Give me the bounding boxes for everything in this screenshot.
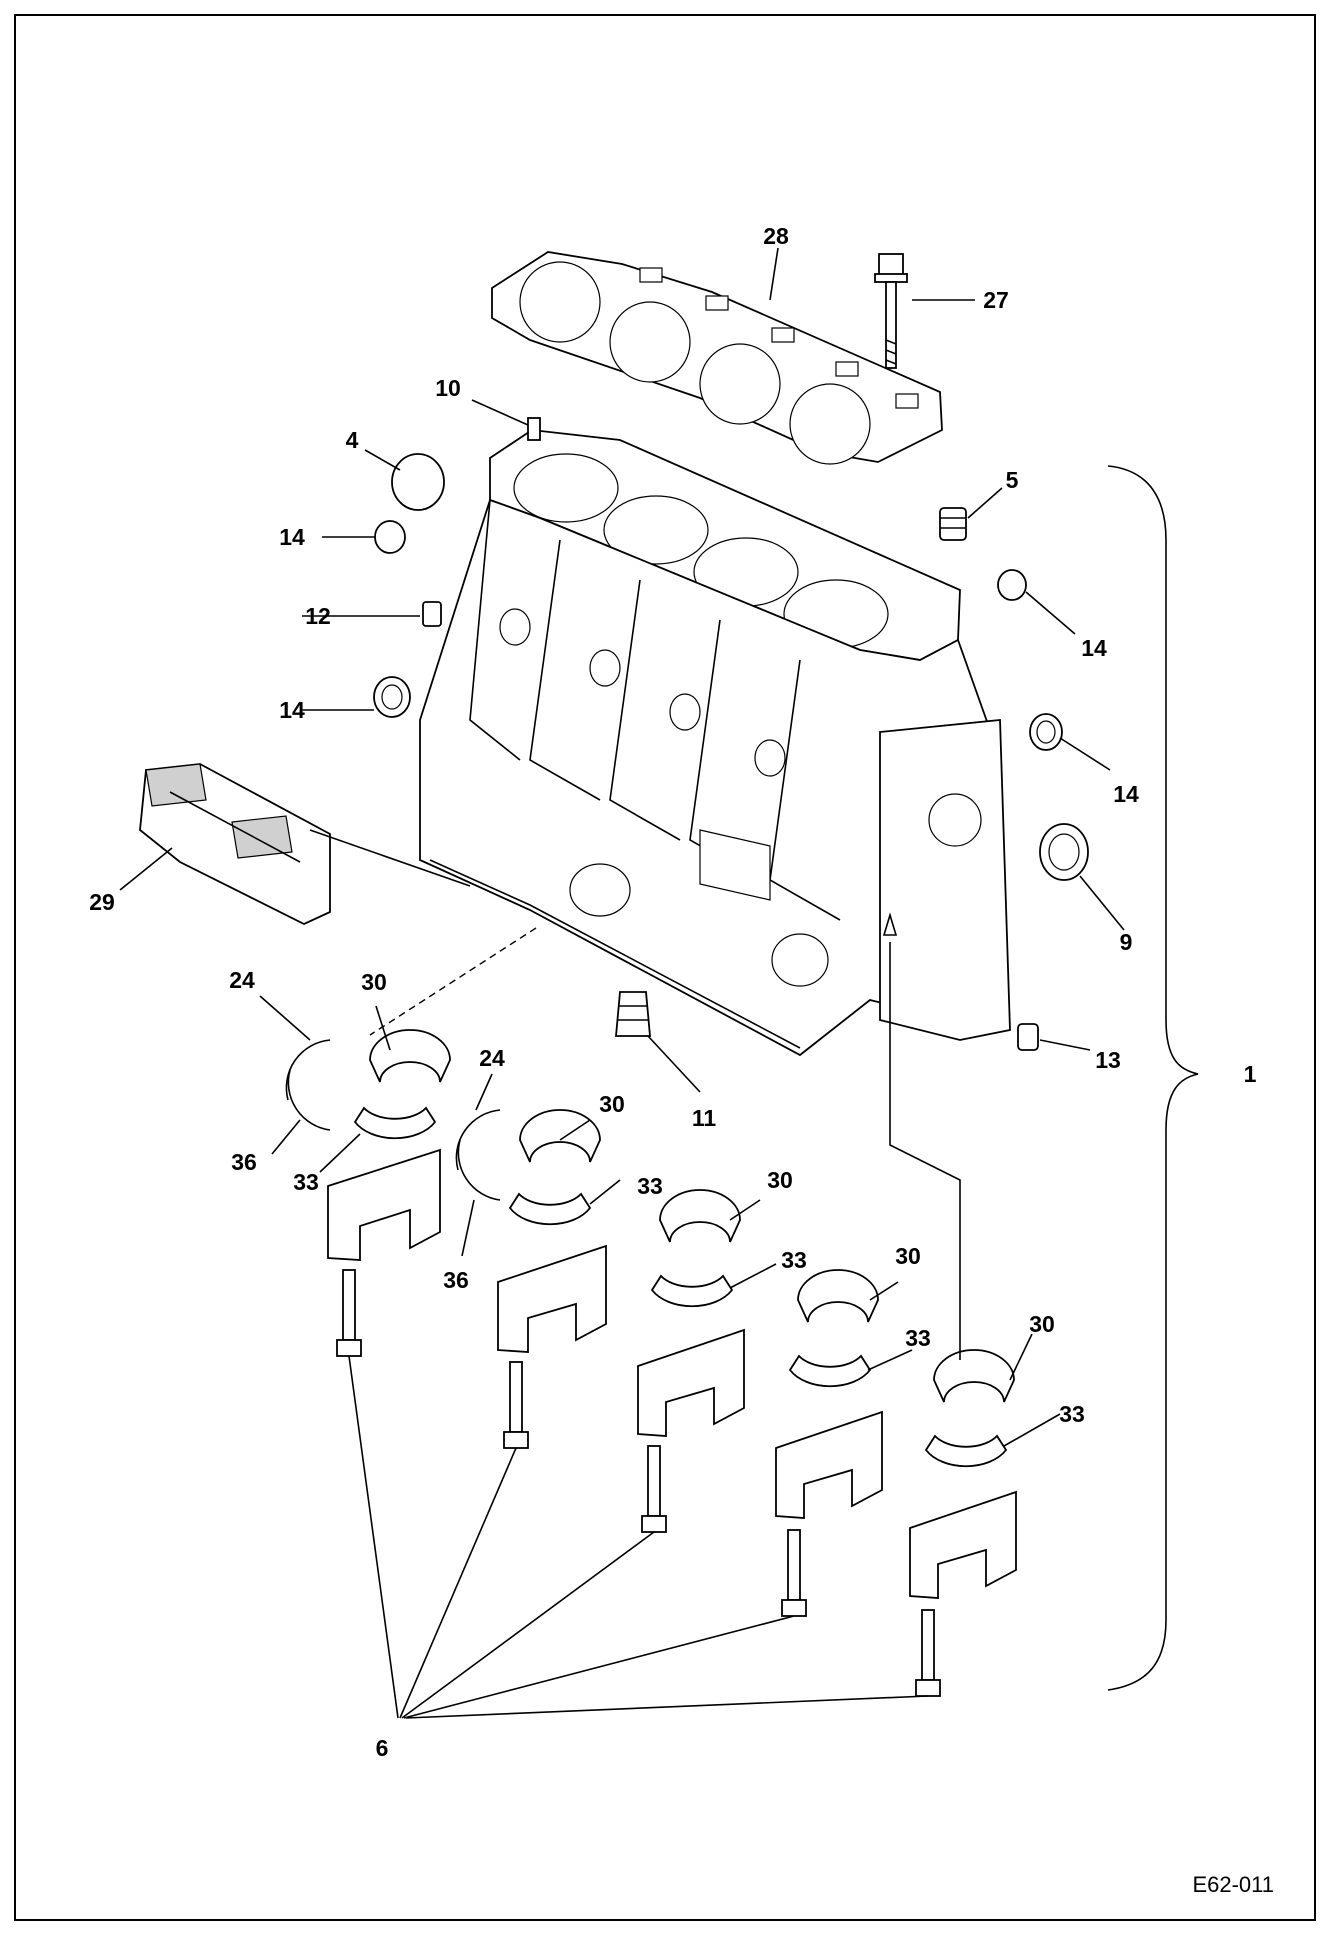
thrust-washer-set-1 <box>285 1039 331 1131</box>
callout-9: 9 <box>1120 929 1133 955</box>
callout-36: 36 <box>231 1149 257 1175</box>
callout-30: 30 <box>599 1091 625 1117</box>
callout-12: 12 <box>305 603 331 629</box>
plug-14-lower-left <box>373 676 411 718</box>
plug-14-lower-right <box>1029 713 1063 751</box>
plug-14-upper-right <box>997 569 1027 601</box>
cover-29 <box>139 763 331 925</box>
bearing-station-5 <box>909 1349 1017 1697</box>
callout-14: 14 <box>279 524 305 550</box>
callout-13: 13 <box>1095 1047 1121 1073</box>
callout-30: 30 <box>361 969 387 995</box>
callout-24: 24 <box>479 1045 505 1071</box>
callout-4: 4 <box>346 427 359 453</box>
callout-10: 10 <box>435 375 461 401</box>
callout-14: 14 <box>279 697 305 723</box>
callout-33: 33 <box>905 1325 931 1351</box>
plug-12 <box>422 601 442 627</box>
cover-assembly-line <box>309 829 471 887</box>
plug-14-upper-left <box>374 520 406 554</box>
callout-29: 29 <box>89 889 115 915</box>
bearing-station-4 <box>775 1269 883 1617</box>
callouts: 28 27 10 4 14 12 14 5 14 14 29 9 13 11 1… <box>89 223 1256 1761</box>
callout-33: 33 <box>1059 1401 1085 1427</box>
callout-28: 28 <box>763 223 789 249</box>
callout-6: 6 <box>376 1735 389 1761</box>
plug-5 <box>939 507 967 541</box>
expansion-plug-4 <box>391 453 445 511</box>
figure-code: E62-011 <box>1192 1872 1274 1897</box>
assembly-line-right <box>889 942 961 1360</box>
callout-5: 5 <box>1006 467 1019 493</box>
callout-11: 11 <box>692 1105 717 1131</box>
callout-36: 36 <box>443 1267 469 1293</box>
thrust-washer-set-2 <box>455 1109 501 1201</box>
callout-30: 30 <box>1029 1311 1055 1337</box>
callout-30: 30 <box>767 1167 793 1193</box>
bearing-station-2 <box>497 1109 607 1449</box>
head-bolt <box>874 253 908 369</box>
plug-11 <box>615 991 651 1037</box>
callout-24: 24 <box>229 967 255 993</box>
callout-33: 33 <box>293 1169 319 1195</box>
callout-27: 27 <box>983 287 1009 313</box>
plug-13 <box>1017 1023 1039 1051</box>
callout-14: 14 <box>1081 635 1107 661</box>
callout-14: 14 <box>1113 781 1139 807</box>
callout-1: 1 <box>1244 1061 1257 1087</box>
head-gasket <box>491 251 943 465</box>
leader-lines <box>119 247 1125 1719</box>
callout-33: 33 <box>781 1247 807 1273</box>
cylinder-block <box>419 429 1011 1057</box>
assembly-brace <box>1107 465 1199 1691</box>
dowel-pin <box>527 417 541 441</box>
assembly-arrow <box>882 912 898 936</box>
bearing-station-3 <box>637 1189 745 1533</box>
assembly-line-left <box>369 927 537 1036</box>
bushing-9 <box>1039 823 1089 881</box>
callout-30: 30 <box>895 1243 921 1269</box>
bearing-station-1 <box>327 1029 451 1357</box>
callout-33: 33 <box>637 1173 663 1199</box>
